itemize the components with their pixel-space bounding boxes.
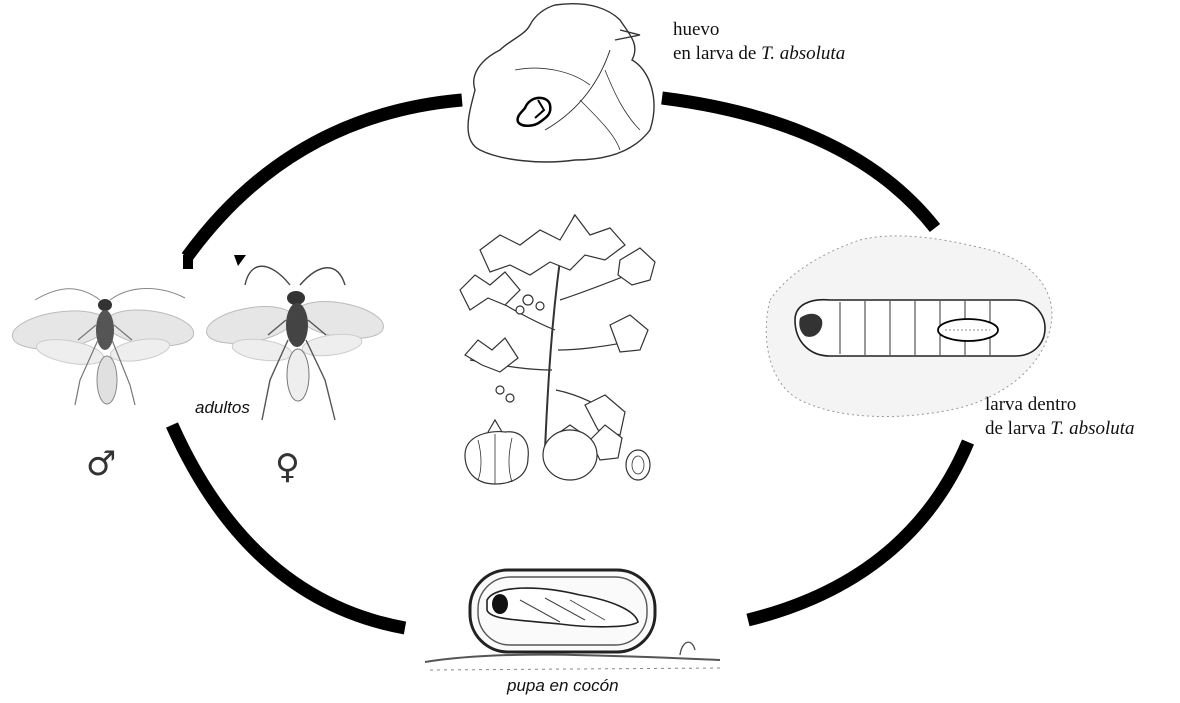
tomato-plant-illustration — [460, 215, 655, 484]
egg-label: huevo en larva de T. absoluta — [673, 18, 845, 66]
larva-label-line2: de larva T. absoluta — [985, 417, 1135, 441]
arc-bottom-right — [748, 442, 968, 620]
female-symbol-icon: ♀ — [275, 450, 300, 484]
egg-label-prefix: en larva de — [673, 43, 761, 64]
arc-top-left — [187, 100, 462, 257]
adult-female-wasp — [204, 266, 387, 420]
larva-label-line1: larva dentro — [985, 393, 1135, 417]
arc-top-right — [662, 98, 935, 228]
larva-label-prefix: de larva — [985, 418, 1050, 439]
larva-label: larva dentro de larva T. absoluta — [985, 393, 1135, 441]
arrowhead-icon — [234, 255, 246, 266]
egg-label-species: T. absoluta — [761, 43, 845, 64]
tomato-fruits — [465, 420, 650, 484]
pupa-label: pupa en cocón — [507, 676, 619, 696]
leaf-egg-illustration — [468, 4, 654, 162]
egg-label-line1: huevo — [673, 18, 845, 42]
adults-label: adultos — [195, 398, 250, 418]
arc-gap-mark — [183, 255, 193, 269]
adult-male-wasp — [10, 288, 196, 405]
egg-label-line2: en larva de T. absoluta — [673, 42, 845, 66]
larva-illustration — [766, 236, 1052, 417]
larva-label-species: T. absoluta — [1050, 418, 1134, 439]
male-symbol-icon: ♂ — [86, 447, 116, 481]
pupa-cocoon-illustration — [425, 570, 720, 670]
